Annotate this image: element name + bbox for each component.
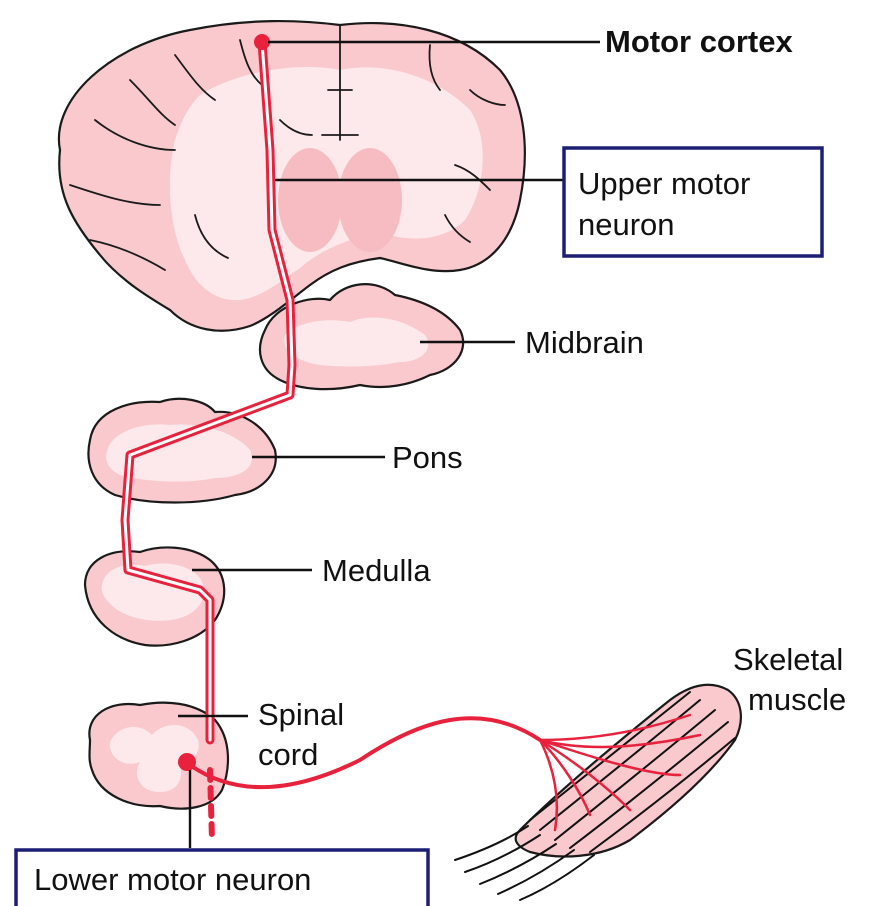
medulla-label: Medulla bbox=[322, 553, 431, 588]
spinal-cord-label-line2: cord bbox=[258, 737, 318, 772]
skeletal-muscle-label-line2: muscle bbox=[748, 682, 846, 717]
skeletal-muscle-label-line1: Skeletal bbox=[733, 642, 843, 677]
midbrain-label: Midbrain bbox=[525, 325, 644, 360]
spinal-cord-label-line1: Spinal bbox=[258, 697, 344, 732]
brain-section bbox=[59, 21, 525, 331]
upper-motor-neuron-label-line2: neuron bbox=[578, 207, 675, 242]
motor-cortex-cell-body bbox=[254, 34, 270, 50]
motor-cortex-label: Motor cortex bbox=[605, 24, 794, 59]
upper-motor-neuron-label-line1: Upper motor bbox=[578, 166, 750, 201]
pons-label: Pons bbox=[392, 440, 463, 475]
skeletal-muscle bbox=[455, 685, 741, 900]
lower-motor-neuron-label: Lower motor neuron bbox=[34, 862, 311, 897]
